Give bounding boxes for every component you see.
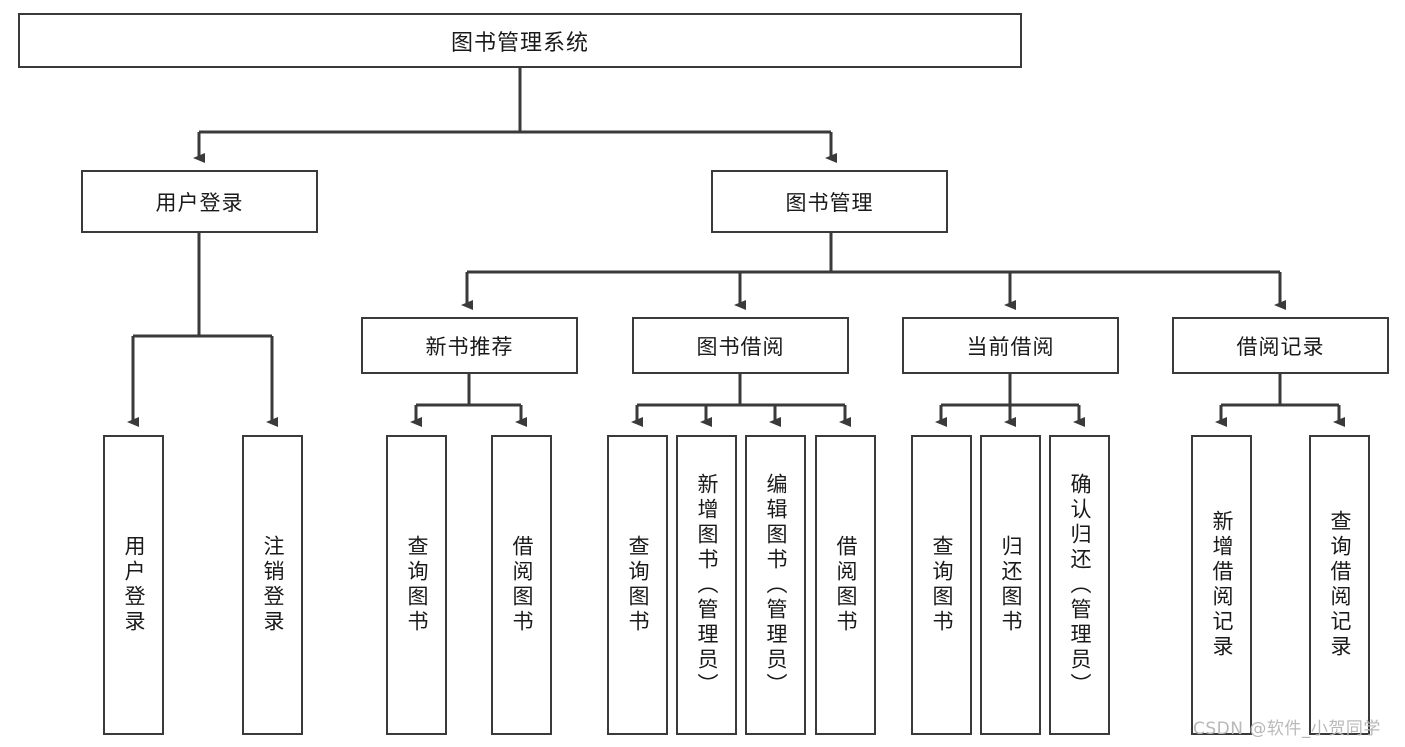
node-label: 图书借阅 bbox=[696, 334, 785, 359]
leaf-current-borrow-return[interactable]: 归还图书 bbox=[980, 435, 1041, 735]
node-label: 确认归还（管理员） bbox=[1068, 472, 1092, 698]
watermark: CSDN @软件_小贺同学 bbox=[1193, 719, 1381, 739]
node-label: 借阅图书 bbox=[834, 535, 858, 635]
leaf-current-borrow-confirm-return[interactable]: 确认归还（管理员） bbox=[1049, 435, 1110, 735]
node-label: 借阅记录 bbox=[1236, 334, 1325, 359]
node-label: 查询借阅记录 bbox=[1328, 510, 1352, 660]
node-label: 用户登录 bbox=[155, 190, 244, 215]
node-label: 新增图书（管理员） bbox=[695, 472, 719, 698]
node-borrow-record[interactable]: 借阅记录 bbox=[1172, 317, 1389, 374]
node-user-login[interactable]: 用户登录 bbox=[81, 170, 318, 233]
node-label: 借阅图书 bbox=[510, 535, 534, 635]
leaf-user-login-logout[interactable]: 注销登录 bbox=[242, 435, 303, 735]
node-label: 注销登录 bbox=[261, 535, 285, 635]
node-new-book-recommend[interactable]: 新书推荐 bbox=[361, 317, 578, 374]
node-label: 新增借阅记录 bbox=[1210, 510, 1234, 660]
leaf-current-borrow-query[interactable]: 查询图书 bbox=[911, 435, 972, 735]
node-label: 图书管理系统 bbox=[450, 30, 589, 56]
node-label: 用户登录 bbox=[122, 535, 146, 635]
leaf-book-borrow-add[interactable]: 新增图书（管理员） bbox=[676, 435, 737, 735]
node-book-management[interactable]: 图书管理 bbox=[711, 170, 948, 233]
node-label: 查询图书 bbox=[930, 535, 954, 635]
node-label: 归还图书 bbox=[999, 535, 1023, 635]
leaf-user-login-login[interactable]: 用户登录 bbox=[103, 435, 164, 735]
node-label: 图书管理 bbox=[785, 190, 874, 215]
leaf-book-borrow-query[interactable]: 查询图书 bbox=[607, 435, 668, 735]
leaf-book-borrow-edit[interactable]: 编辑图书（管理员） bbox=[745, 435, 806, 735]
node-label: 当前借阅 bbox=[966, 334, 1055, 359]
node-current-borrow[interactable]: 当前借阅 bbox=[902, 317, 1119, 374]
leaf-borrow-record-add[interactable]: 新增借阅记录 bbox=[1191, 435, 1252, 735]
leaf-new-book-borrow[interactable]: 借阅图书 bbox=[491, 435, 552, 735]
leaf-borrow-record-query[interactable]: 查询借阅记录 bbox=[1309, 435, 1370, 735]
node-label: 查询图书 bbox=[405, 535, 429, 635]
node-label: 查询图书 bbox=[626, 535, 650, 635]
node-book-borrow[interactable]: 图书借阅 bbox=[632, 317, 849, 374]
node-label: 编辑图书（管理员） bbox=[764, 472, 788, 698]
node-root-book-management-system[interactable]: 图书管理系统 bbox=[18, 13, 1022, 68]
leaf-new-book-query[interactable]: 查询图书 bbox=[386, 435, 447, 735]
node-label: 新书推荐 bbox=[425, 334, 514, 359]
leaf-book-borrow-borrow[interactable]: 借阅图书 bbox=[815, 435, 876, 735]
